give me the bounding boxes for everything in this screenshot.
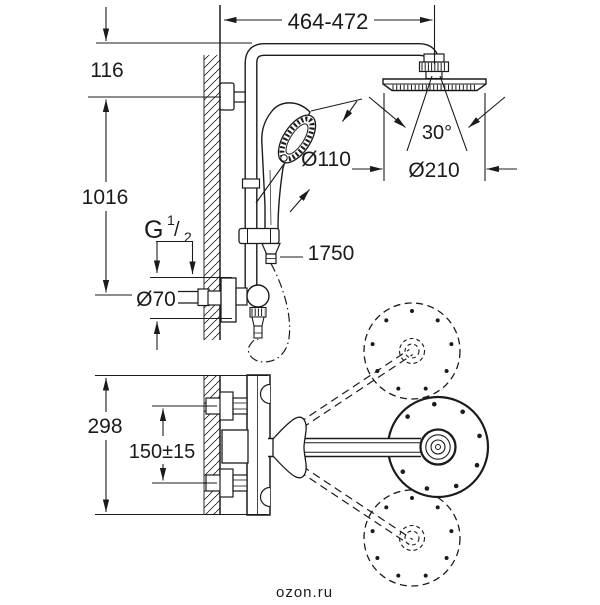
arm-escutcheon-bell	[272, 416, 307, 479]
thread-size-label-den: 2	[184, 229, 192, 245]
dim-116-1016	[88, 7, 252, 296]
wall-union-block	[221, 429, 249, 464]
dim-hand-shower-dia	[255, 98, 363, 213]
thread-size-callout	[153, 240, 196, 274]
valve-escutcheon	[220, 277, 237, 323]
watermark-text: ozon.ru	[276, 584, 333, 600]
hose-length-label: 1750	[308, 242, 355, 265]
thread-size-label-g: G	[144, 216, 163, 244]
dim-116-label: 116	[90, 59, 123, 82]
slide-bar-holder	[238, 227, 280, 245]
shower-arm-top-view	[268, 416, 457, 479]
escutcheon-dia-label: Ø70	[136, 288, 176, 311]
dim-1016-label: 1016	[82, 186, 129, 209]
thread-size-label-num: 1	[167, 212, 175, 228]
riser-coupling	[241, 178, 261, 189]
hand-shower-dia-label: Ø110	[301, 148, 351, 171]
hose-cone	[261, 242, 281, 255]
spray-angle-callout	[368, 75, 506, 152]
inlet-spacing-label: 150±15	[129, 441, 196, 463]
dim-escutcheon-dia	[150, 276, 232, 350]
shower-hose-curve	[247, 263, 291, 363]
dashed-circle-nozzle-dots	[370, 309, 454, 578]
trim-width-label: 298	[87, 415, 122, 438]
hand-shower	[238, 102, 317, 265]
dim-top-width	[224, 5, 436, 64]
thermostat-body-top-view	[205, 374, 271, 516]
dim-inlet-spacing	[152, 405, 217, 484]
dim-trim-width	[95, 374, 268, 516]
supply-valve-assembly	[178, 277, 270, 339]
swivel-range-dashed-circles	[363, 302, 461, 587]
diverter-ball	[246, 284, 270, 308]
dim-top-width-label: 464-472	[288, 9, 369, 34]
thread-size-label-slash: /	[174, 219, 180, 241]
dim-head-shower-dia	[352, 93, 517, 181]
knob-arc-top	[259, 383, 271, 405]
wall-lower-section	[203, 376, 221, 514]
spray-angle-label: 30°	[422, 122, 452, 144]
knob-arc-bottom	[259, 486, 271, 508]
head-shower-dia-label: Ø210	[408, 159, 459, 182]
wall-mount-bracket	[219, 82, 246, 111]
